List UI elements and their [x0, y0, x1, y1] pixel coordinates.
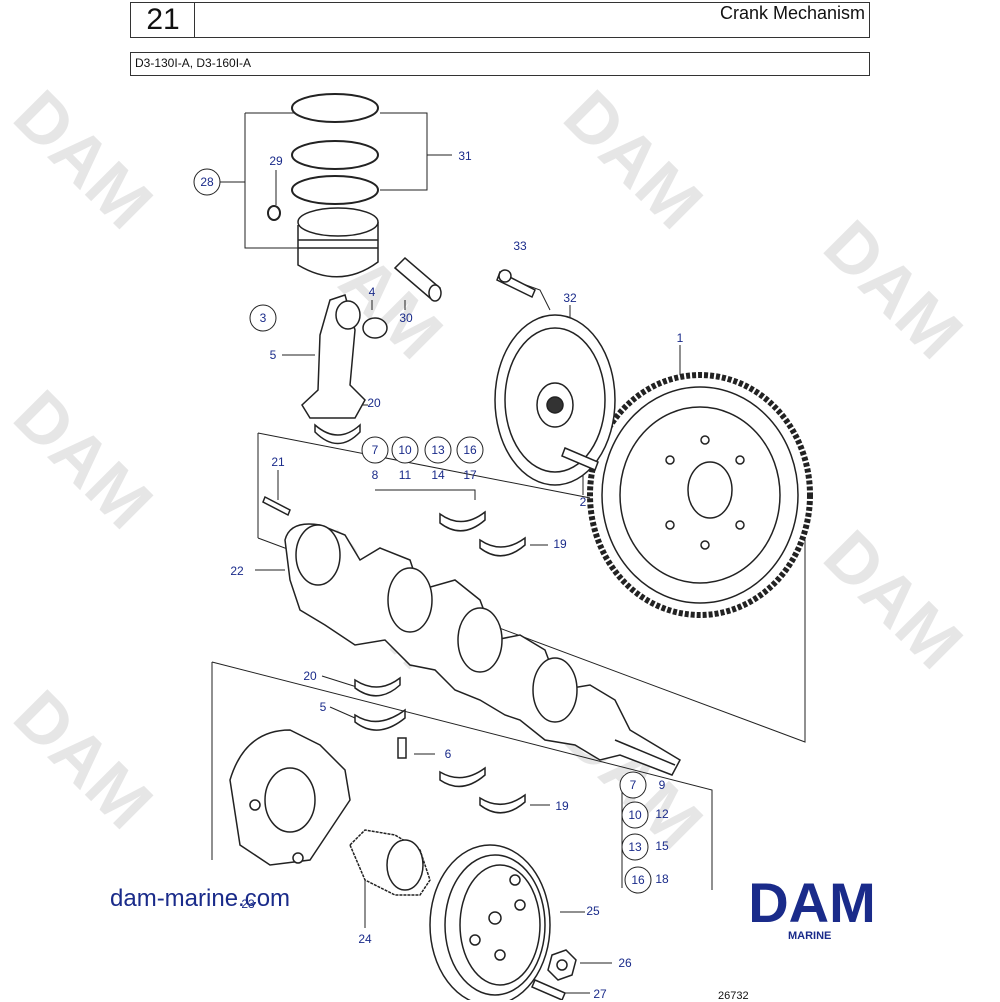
callout-label: 8: [372, 468, 379, 482]
callout-label: 19: [555, 799, 569, 813]
circlip: [267, 205, 281, 221]
page-title: Crank Mechanism: [719, 3, 865, 23]
flex-plate-bolt: [496, 269, 536, 299]
callout-label: 5: [270, 348, 277, 362]
callout-label: 31: [458, 149, 472, 163]
bearing-shells: [314, 423, 526, 814]
watermark-text: DAM: [549, 75, 717, 243]
crankshaft: [284, 523, 681, 776]
piston: [297, 207, 379, 278]
crankshaft-gear: [349, 829, 431, 896]
callout-label: 9: [659, 778, 666, 792]
callout-label: 26: [618, 956, 632, 970]
callout-label: 18: [655, 872, 669, 886]
callout-label: 33: [513, 239, 527, 253]
pulley-bolt: [531, 979, 566, 1000]
flywheel: [587, 372, 813, 618]
website-link[interactable]: dam-marine.com: [110, 885, 291, 912]
callout-label: 20: [367, 396, 381, 410]
callout-label: 6: [445, 747, 452, 761]
watermark-text: DAM: [0, 375, 167, 543]
callout-label: 2: [580, 495, 587, 509]
callout-label: 15: [655, 839, 669, 853]
watermark-text: DAM: [809, 205, 977, 373]
pulley-nut: [547, 949, 577, 981]
engine-models: D3-130I-A, D3-160I-A: [135, 56, 252, 70]
circled-callouts: 28 3 7 10 13 16 7 10 13 16: [193, 168, 652, 894]
callout-label: 10: [398, 443, 412, 457]
logo-subtitle: MARINE: [788, 930, 832, 942]
watermark-text: DAM: [809, 515, 977, 683]
title-box: Crank Mechanism: [194, 2, 870, 38]
callout-label: 10: [628, 808, 642, 822]
callout-label: 17: [463, 468, 477, 482]
small-end-bushing: [362, 317, 388, 339]
callout-label: 7: [630, 778, 637, 792]
watermark-text: DAM: [0, 75, 167, 243]
callout-label: 13: [431, 443, 445, 457]
crank-pulley: [429, 844, 551, 1000]
dam-logo-text: DAM: [748, 871, 876, 934]
leader-lines: [211, 112, 806, 994]
connecting-rod: [301, 294, 366, 419]
callout-label: 13: [628, 840, 642, 854]
callout-label: 30: [399, 311, 413, 325]
front-cover: [229, 729, 351, 866]
document-number: 26732: [718, 990, 749, 1002]
callout-label: 29: [269, 154, 283, 168]
callout-label: 24: [358, 932, 372, 946]
callout-label: 4: [369, 285, 376, 299]
callout-label: 3: [260, 311, 267, 325]
flex-plate: [494, 314, 616, 486]
callout-label: 11: [399, 468, 412, 482]
piston-pin: [393, 256, 442, 302]
callout-label: 20: [303, 669, 317, 683]
callout-label: 19: [553, 537, 567, 551]
page-number: 21: [146, 3, 180, 36]
callout-label: 5: [320, 700, 327, 714]
models-box: D3-130I-A, D3-160I-A: [130, 52, 870, 76]
callout-label: 12: [655, 807, 669, 821]
dam-logo: DAM: [748, 871, 876, 934]
callout-label: 25: [586, 904, 600, 918]
dowel-pin: [262, 495, 291, 517]
callout-label: 16: [463, 443, 477, 457]
callout-label: 28: [200, 175, 214, 189]
piston-rings: [291, 93, 379, 205]
callout-label: 27: [593, 987, 607, 1000]
callouts: 31 29 33 32 4 30 1 5 20 8 11 14 17 21 2 …: [230, 149, 683, 1000]
page-number-box: 21: [130, 2, 196, 38]
callout-label: 32: [563, 291, 577, 305]
callout-label: 7: [372, 443, 379, 457]
callout-label: 23: [241, 897, 255, 911]
oil-pump-bolt: [397, 737, 407, 759]
callout-label: 1: [677, 331, 684, 345]
callout-label: 14: [431, 468, 445, 482]
callout-label: 21: [271, 455, 285, 469]
callout-label: 22: [230, 564, 244, 578]
callout-label: 16: [631, 873, 645, 887]
watermark-layer: DAM DAM DAM DAM DAM DAM DAM DAM DAM DAM: [0, 75, 977, 863]
watermark-text: DAM: [0, 675, 167, 843]
flywheel-bolt: [561, 447, 599, 471]
